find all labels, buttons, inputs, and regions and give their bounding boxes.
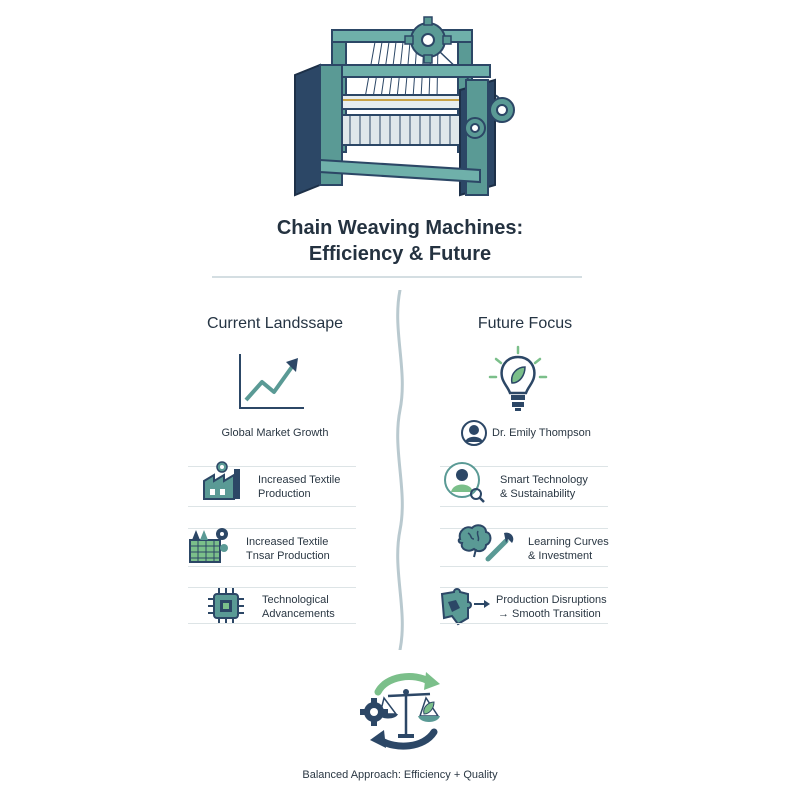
person-row: Dr. Emily Thompson xyxy=(455,419,615,449)
person-avatar-icon xyxy=(461,420,487,446)
row-separator xyxy=(188,466,356,467)
right-item-2: Learning Curves & Investment xyxy=(528,535,628,563)
left-item-2-line1: Increased Textile xyxy=(246,536,329,548)
left-column-heading: Current Landssape xyxy=(206,315,344,332)
right-item-2-line2: & Investment xyxy=(528,550,593,562)
row-separator xyxy=(440,623,608,624)
chain-weaving-machine-icon xyxy=(294,16,515,197)
left-subheading: Global Market Growth xyxy=(221,427,329,439)
left-item-1-line2: Production xyxy=(258,488,311,500)
growth-chart-icon xyxy=(239,354,304,409)
right-item-1: Smart Technology & Sustainability xyxy=(500,473,610,501)
row-separator xyxy=(440,466,608,467)
puzzle-arrow-icon xyxy=(440,588,490,626)
footer-caption: Balanced Approach: Efficiency + Quality xyxy=(302,769,498,781)
row-separator xyxy=(440,528,608,529)
wavy-column-divider xyxy=(396,290,404,650)
right-item-1-line1: Smart Technology xyxy=(500,474,588,486)
left-item-2-line2: Tnsar Production xyxy=(246,550,330,562)
right-item-3-line1: Production Disruptions xyxy=(496,594,607,606)
row-separator xyxy=(188,528,356,529)
person-name: Dr. Emily Thompson xyxy=(492,427,591,439)
row-separator xyxy=(188,566,356,567)
right-item-2-line1: Learning Curves xyxy=(528,536,609,548)
left-item-3-line2: Advancements xyxy=(262,608,335,620)
left-item-1-line1: Increased Textile xyxy=(258,474,341,486)
balance-cycle-icon xyxy=(360,672,440,750)
left-item-2: Increased Textile Tnsar Production xyxy=(246,535,366,563)
left-item-3: Technological Advancements xyxy=(262,593,372,621)
left-item-3-line1: Technological xyxy=(262,594,329,606)
textile-factory-gear-icon xyxy=(189,528,228,563)
row-separator xyxy=(440,566,608,567)
row-separator xyxy=(188,506,356,507)
left-item-1: Increased Textile Production xyxy=(258,473,368,501)
lightbulb-leaf-icon xyxy=(488,345,548,411)
page-title-line2: Efficiency & Future xyxy=(308,243,492,265)
right-column-heading: Future Focus xyxy=(477,315,573,332)
row-separator xyxy=(188,623,356,624)
row-separator xyxy=(440,587,608,588)
factory-icon xyxy=(203,461,240,500)
right-item-1-line2: & Sustainability xyxy=(500,488,576,500)
title-divider xyxy=(212,276,582,278)
row-separator xyxy=(188,587,356,588)
page-title-line1: Chain Weaving Machines: xyxy=(276,217,524,239)
person-search-icon xyxy=(444,462,485,503)
right-item-3-line2: → Smooth Transition xyxy=(498,608,601,620)
chip-icon xyxy=(208,588,244,624)
brain-wrench-icon xyxy=(457,524,514,562)
right-item-3: Production Disruptions → Smooth Transiti… xyxy=(496,593,616,621)
row-separator xyxy=(440,506,608,507)
